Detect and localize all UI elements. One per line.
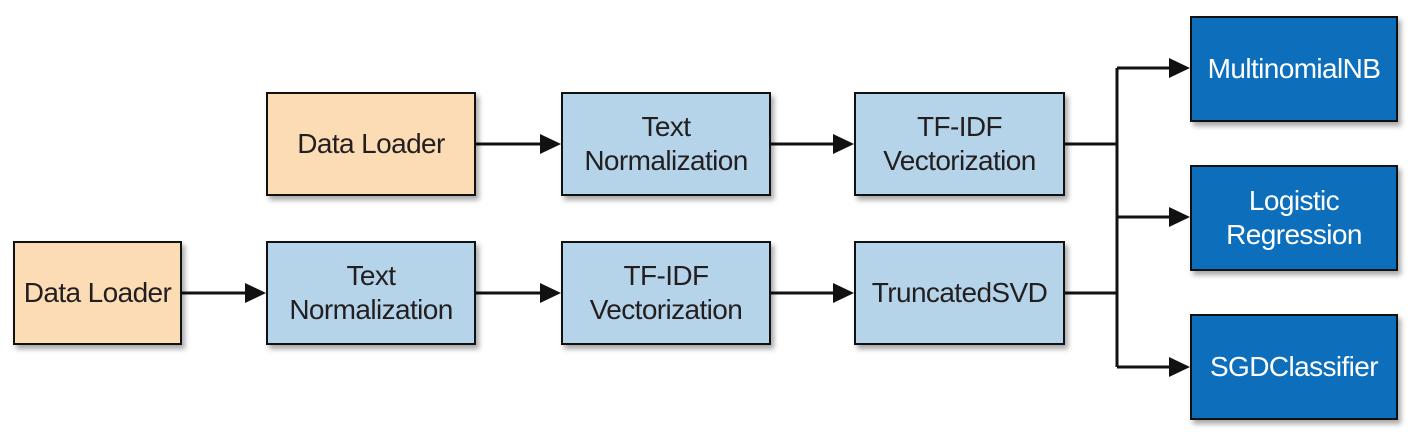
bottom-text-normalization-box: Text Normalization <box>266 241 476 345</box>
top-tfidf-label-line1: TF-IDF <box>916 111 1003 143</box>
top-text-normalization-label-line2: Normalization <box>584 145 748 176</box>
sgdclassifier-box: SGDClassifier <box>1190 314 1398 420</box>
multinomialnb-box: MultinomialNB <box>1190 16 1398 122</box>
logistic-regression-label-line1: Logistic <box>1248 185 1340 217</box>
top-data-loader-box: Data Loader <box>266 92 476 196</box>
bottom-tfidf-label-line1: TF-IDF <box>623 260 709 292</box>
arrowhead <box>540 283 561 303</box>
arrowhead <box>245 283 266 303</box>
bottom-data-loader-label: Data Loader <box>23 277 172 309</box>
bottom-tfidf-label-line2: Vectorization <box>589 294 743 325</box>
top-text-normalization-label-line1: Text <box>641 111 692 143</box>
top-tfidf-label-line2: Vectorization <box>883 145 1036 176</box>
arrowhead <box>1169 357 1190 377</box>
arrowhead <box>833 134 854 154</box>
bottom-tfidf-vectorization-box: TF-IDF Vectorization <box>561 241 771 345</box>
logistic-regression-label-line2: Regression <box>1226 219 1362 250</box>
truncated-svd-box: TruncatedSVD <box>854 241 1065 345</box>
arrowhead <box>540 134 561 154</box>
top-data-loader-label: Data Loader <box>297 128 445 160</box>
bottom-text-normalization-label-line2: Normalization <box>289 294 453 325</box>
arrowhead <box>1169 207 1190 227</box>
top-text-normalization-box: Text Normalization <box>561 92 771 196</box>
logistic-regression-box: Logistic Regression <box>1190 165 1398 271</box>
multinomialnb-label: MultinomialNB <box>1207 53 1381 85</box>
bottom-text-normalization-label-line1: Text <box>346 260 397 292</box>
arrowhead <box>833 283 854 303</box>
arrowhead <box>1169 58 1190 78</box>
truncated-svd-label: TruncatedSVD <box>871 277 1048 309</box>
top-tfidf-vectorization-box: TF-IDF Vectorization <box>854 92 1065 196</box>
sgdclassifier-label: SGDClassifier <box>1209 351 1379 383</box>
bottom-data-loader-box: Data Loader <box>13 241 182 345</box>
